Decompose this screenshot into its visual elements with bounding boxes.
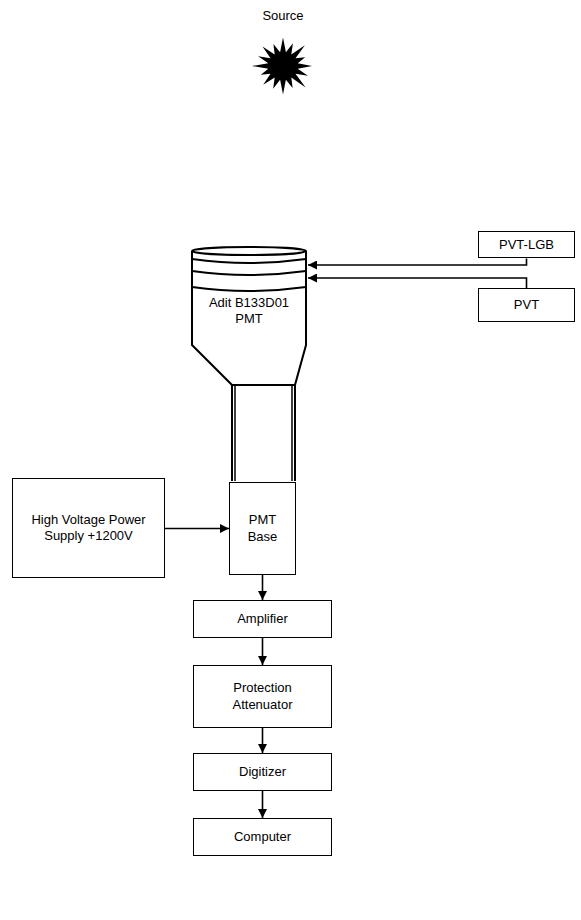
node-label: Adit B133D01 PMT [206,295,292,328]
material-box: PVT [478,288,575,322]
arrow-connector [308,278,527,288]
node-label: High Voltage Power Supply +1200V [22,512,155,545]
pmt-base-box: PMT Base [229,482,296,575]
node-label: Computer [234,829,291,845]
arrow-connector [308,258,527,265]
node-label: Amplifier [237,611,288,627]
node-label: PVT-LGB [499,237,554,253]
source-burst: Source [245,4,321,100]
node-label: Protection Attenuator [203,680,322,713]
pmt-tube: Adit B133D01 PMT [190,245,308,481]
process-box: Computer [193,818,332,856]
node-label: PMT Base [239,512,286,545]
process-box: Digitizer [193,753,332,791]
pmt-outline [190,245,308,481]
burst-star [252,38,312,95]
arrow-connector [262,728,264,753]
process-box: Amplifier [193,600,332,638]
material-box: PVT-LGB [478,231,575,258]
power-supply-box: High Voltage Power Supply +1200V [12,478,165,578]
node-label: PVT [514,297,539,313]
pmt-drawing [192,247,306,481]
node-label: Source [262,8,303,24]
arrow-connector [262,791,264,818]
process-box: Protection Attenuator [193,665,332,728]
arrow-connector [165,528,229,530]
arrow-connector [262,638,264,665]
arrow-connector [262,575,264,600]
node-label: Digitizer [239,764,286,780]
